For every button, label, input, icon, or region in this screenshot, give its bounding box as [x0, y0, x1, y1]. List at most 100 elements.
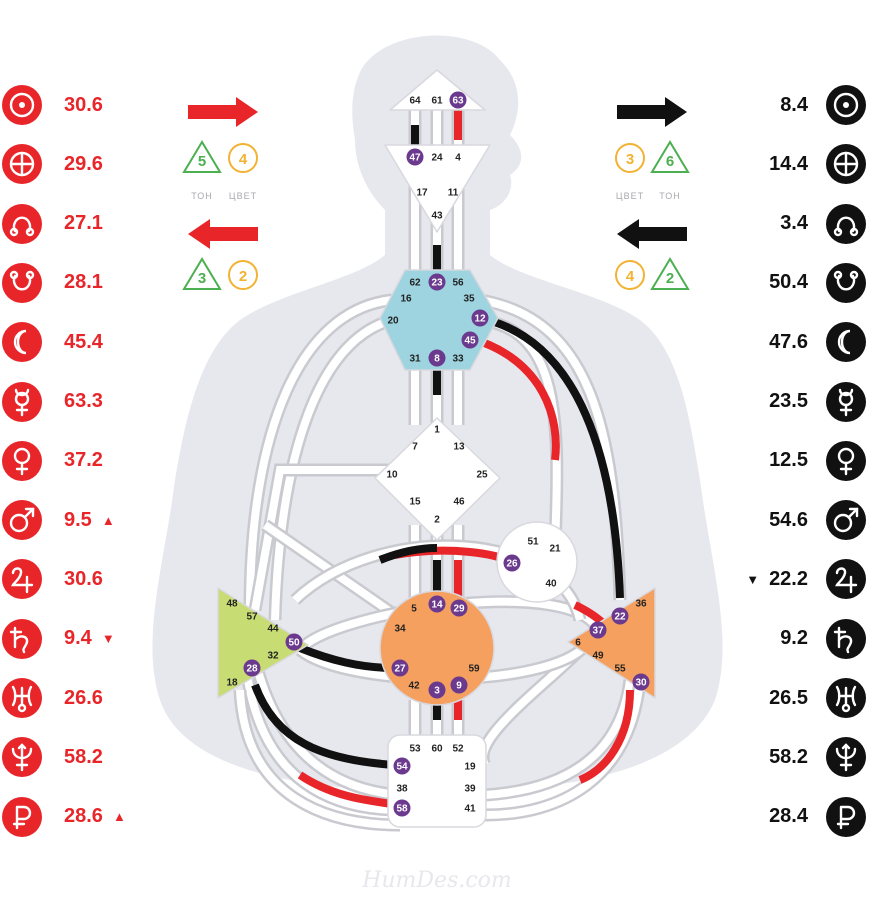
gate-12: 12 — [474, 314, 486, 325]
planet-row-uranus: 26.5 — [769, 678, 866, 718]
gate-42: 42 — [408, 681, 420, 692]
gate-58: 58 — [396, 804, 408, 815]
planet-value: 28.4 — [769, 805, 808, 828]
gate-8: 8 — [434, 354, 440, 365]
active-gate-marker — [632, 673, 650, 691]
active-gate-marker — [450, 599, 468, 617]
gate-31: 31 — [409, 354, 421, 365]
planet-row-mars: 54.6 — [769, 500, 866, 541]
color-label: ЦВЕТ — [229, 191, 257, 201]
active-gate-marker — [450, 676, 468, 694]
planet-row-earth: 14.4 — [769, 144, 866, 185]
gate-45: 45 — [464, 336, 476, 347]
planet-value: 58.2 — [769, 745, 808, 768]
color-circle-left-bottom — [228, 260, 258, 290]
gate-53: 53 — [409, 744, 421, 755]
detriment-mark: ▼ — [746, 571, 760, 587]
jupiter-icon — [2, 559, 42, 600]
planet-value: 23.5 — [769, 390, 808, 412]
gate-41: 41 — [464, 804, 476, 815]
gate-11: 11 — [448, 188, 459, 199]
gate-16: 16 — [400, 294, 412, 305]
planet-row-venus: 37.2 — [2, 440, 103, 481]
mars-icon — [2, 500, 42, 541]
gate-34: 34 — [394, 624, 406, 635]
gate-36: 36 — [635, 599, 647, 610]
gate-32: 32 — [267, 651, 279, 662]
active-gate-marker — [243, 659, 261, 677]
planet-value: 29.6 — [64, 152, 103, 175]
active-gate-marker — [393, 757, 411, 775]
gate-4: 4 — [455, 153, 461, 164]
planet-value: 27.1 — [64, 212, 103, 235]
gate-24: 24 — [431, 153, 443, 164]
saturn-icon — [2, 618, 42, 659]
active-gate-marker — [461, 331, 479, 349]
planet-value: 12.5 — [769, 449, 808, 472]
planet-row-north-node: 3.4 — [780, 203, 866, 244]
venus-icon — [2, 440, 42, 481]
gate-57: 57 — [246, 612, 258, 623]
gate-56: 56 — [452, 278, 464, 289]
gate-17: 17 — [416, 188, 428, 199]
planet-value: 9.2 — [780, 627, 808, 650]
planet-value: 26.5 — [769, 686, 808, 709]
planet-value: 30.6 — [64, 567, 103, 590]
color-label: ЦВЕТ — [616, 191, 644, 201]
planet-row-sun: 30.6 — [2, 85, 103, 125]
uranus-icon — [2, 678, 42, 718]
planet-row-south-node: 28.1 — [2, 262, 103, 303]
planet-row-mars: 9.5 ▲ — [2, 500, 115, 541]
gate-62: 62 — [409, 278, 421, 289]
gate-54: 54 — [396, 762, 408, 773]
planet-value: 9.5 — [64, 508, 92, 531]
color-value: 3 — [626, 151, 634, 168]
gate-50: 50 — [288, 638, 300, 649]
active-gate-marker — [503, 554, 521, 572]
active-gate-marker — [428, 273, 446, 291]
gate-13: 13 — [453, 442, 465, 453]
tone-triangle-right-bottom — [650, 257, 690, 290]
gate-9: 9 — [456, 681, 462, 692]
gate-39: 39 — [464, 784, 476, 795]
gate-46: 46 — [453, 497, 465, 508]
tone-triangle-left-top — [182, 140, 222, 173]
gate-63: 63 — [452, 96, 464, 107]
gate-20: 20 — [387, 316, 399, 327]
planet-value: 50.4 — [769, 271, 808, 294]
planet-row-mercury: 23.5 — [769, 381, 866, 422]
color-circle-right-top — [615, 143, 645, 173]
mercury-icon — [826, 381, 866, 422]
planet-value: 28.6 — [64, 805, 103, 828]
planet-value: 3.4 — [780, 212, 808, 235]
gate-33: 33 — [452, 354, 464, 365]
active-gate-marker — [406, 148, 424, 166]
arrow-left-top — [188, 97, 258, 127]
active-gate-marker — [428, 681, 446, 699]
tone-triangle-left-bottom — [182, 257, 222, 290]
mercury-icon — [2, 381, 42, 422]
planet-row-north-node: 27.1 — [2, 203, 103, 244]
planet-value: 30.6 — [64, 93, 103, 116]
gate-44: 44 — [267, 624, 279, 635]
exalted-mark: ▲ — [101, 512, 115, 528]
pluto-icon — [2, 796, 42, 837]
active-gate-marker — [449, 91, 467, 109]
detriment-mark: ▼ — [101, 631, 115, 647]
tone-label: ТОН — [191, 191, 213, 201]
active-gate-marker — [428, 595, 446, 613]
tone-value: 3 — [198, 270, 206, 287]
active-gate-marker — [391, 659, 409, 677]
planet-row-sun: 8.4 — [780, 85, 866, 125]
sun-icon — [826, 85, 866, 125]
active-gate-marker — [285, 633, 303, 651]
planet-row-uranus: 26.6 — [2, 678, 103, 718]
planet-value: 22.2 — [769, 567, 808, 590]
color-value: 2 — [239, 268, 247, 285]
